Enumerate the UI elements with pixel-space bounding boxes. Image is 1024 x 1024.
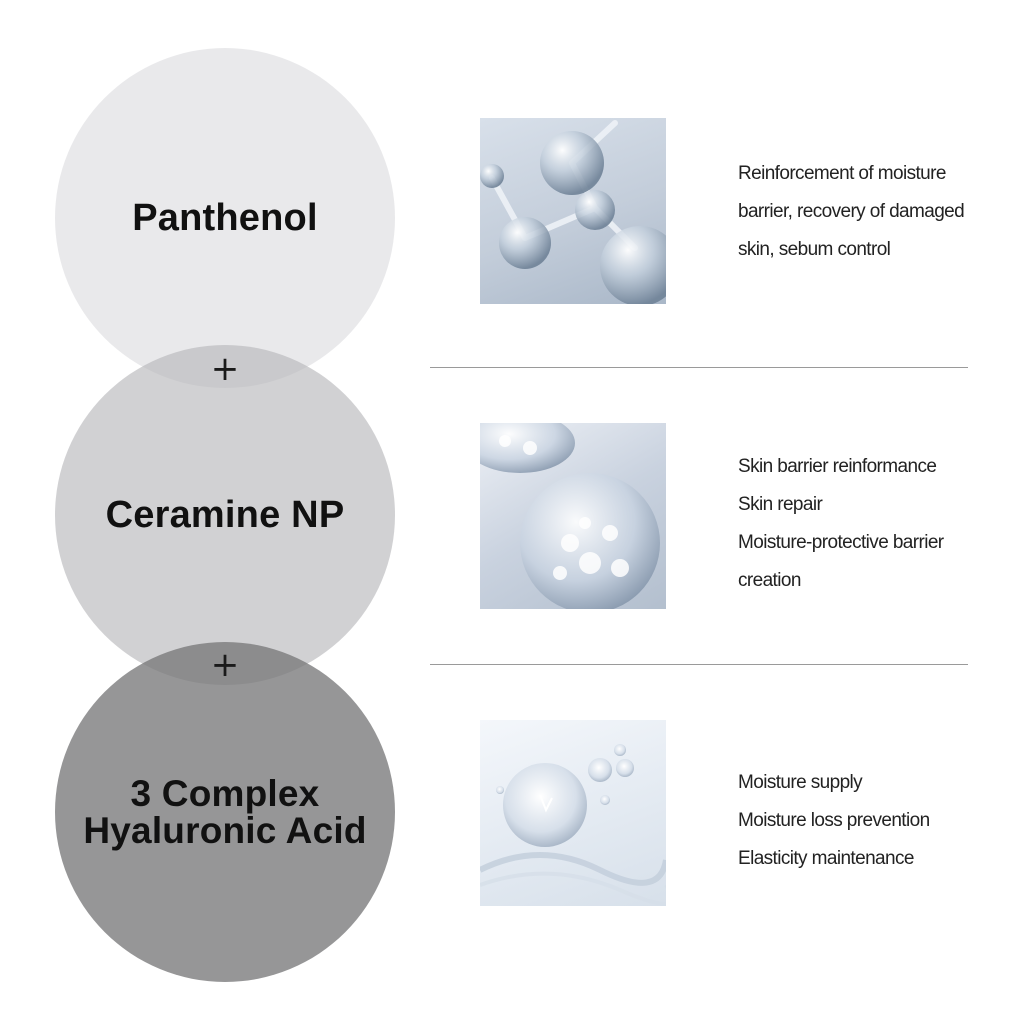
ingredient-circle-ceramine-np: Ceramine NP [55,345,395,685]
plus-icon: + [210,645,240,685]
ingredient-circle-panthenol: Panthenol [55,48,395,388]
description-line: Moisture loss prevention [738,810,930,831]
section-divider [430,664,968,665]
description-line: Elasticity maintenance [738,848,914,869]
plus-icon: + [210,349,240,389]
bubble-sphere-image [480,423,666,609]
description-line: Moisture supply [738,772,863,793]
description-line: Skin repair [738,494,823,515]
section-divider [430,367,968,368]
description-line: barrier, recovery of damaged [738,201,965,222]
water-droplet-image [480,720,666,906]
bubble-sphere-illustration [480,423,660,609]
molecule-illustration [480,120,666,304]
ingredient-description-hyaluronic-acid: Moisture supply Moisture loss prevention… [738,764,1008,878]
description-line: Reinforcement of moisture [738,163,946,184]
description-line: creation [738,570,801,591]
ingredient-description-ceramine-np: Skin barrier reinformance Skin repair Mo… [738,448,1008,600]
ingredient-name: Panthenol [132,197,318,239]
water-droplet-illustration [480,744,666,906]
ingredient-name: 3 Complex Hyaluronic Acid [83,775,366,849]
ingredient-name: Ceramine NP [105,494,345,536]
description-line: Skin barrier reinformance [738,456,937,477]
ingredient-description-panthenol: Reinforcement of moisture barrier, recov… [738,155,1008,269]
ingredient-name-line: 3 Complex [130,773,320,814]
ingredient-name-line: Hyaluronic Acid [83,810,367,851]
description-line: Moisture-protective barrier [738,532,944,553]
ingredient-circle-hyaluronic-acid: 3 Complex Hyaluronic Acid [55,642,395,982]
molecule-image [480,118,666,304]
description-line: skin, sebum control [738,239,891,260]
